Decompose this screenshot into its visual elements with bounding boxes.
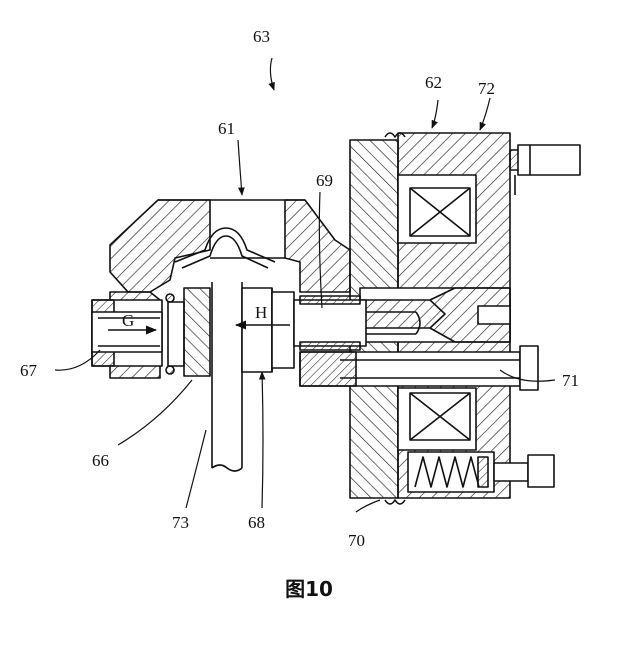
label-67: 67: [20, 361, 38, 380]
label-72: 72: [478, 79, 495, 98]
spring-assembly: [407, 451, 555, 493]
pushrod-69: [293, 295, 421, 351]
label-70: 70: [348, 531, 365, 550]
bolt-71: [299, 345, 539, 391]
adjuster-screw-67: [91, 299, 163, 367]
magnet-housing: [349, 132, 511, 505]
connector-box: [509, 144, 581, 195]
brake-disc-73: [211, 282, 243, 472]
label-73: 73: [172, 513, 189, 532]
label-63: 63: [253, 27, 270, 46]
label-66: 66: [92, 451, 109, 470]
label-g: G: [122, 311, 134, 330]
label-61: 61: [218, 119, 235, 138]
label-71: 71: [562, 371, 579, 390]
brake-pad-68: [241, 287, 295, 373]
reference-labels: 63 62 72 61 69 G H 67 71 66 73 68 70: [20, 27, 579, 550]
leader-lines: [54, 57, 556, 513]
label-69: 69: [316, 171, 333, 190]
label-62: 62: [425, 73, 442, 92]
label-68: 68: [248, 513, 265, 532]
label-h: H: [255, 303, 267, 322]
figure-caption: 图10: [285, 577, 333, 601]
brake-pad-66: [165, 287, 211, 377]
